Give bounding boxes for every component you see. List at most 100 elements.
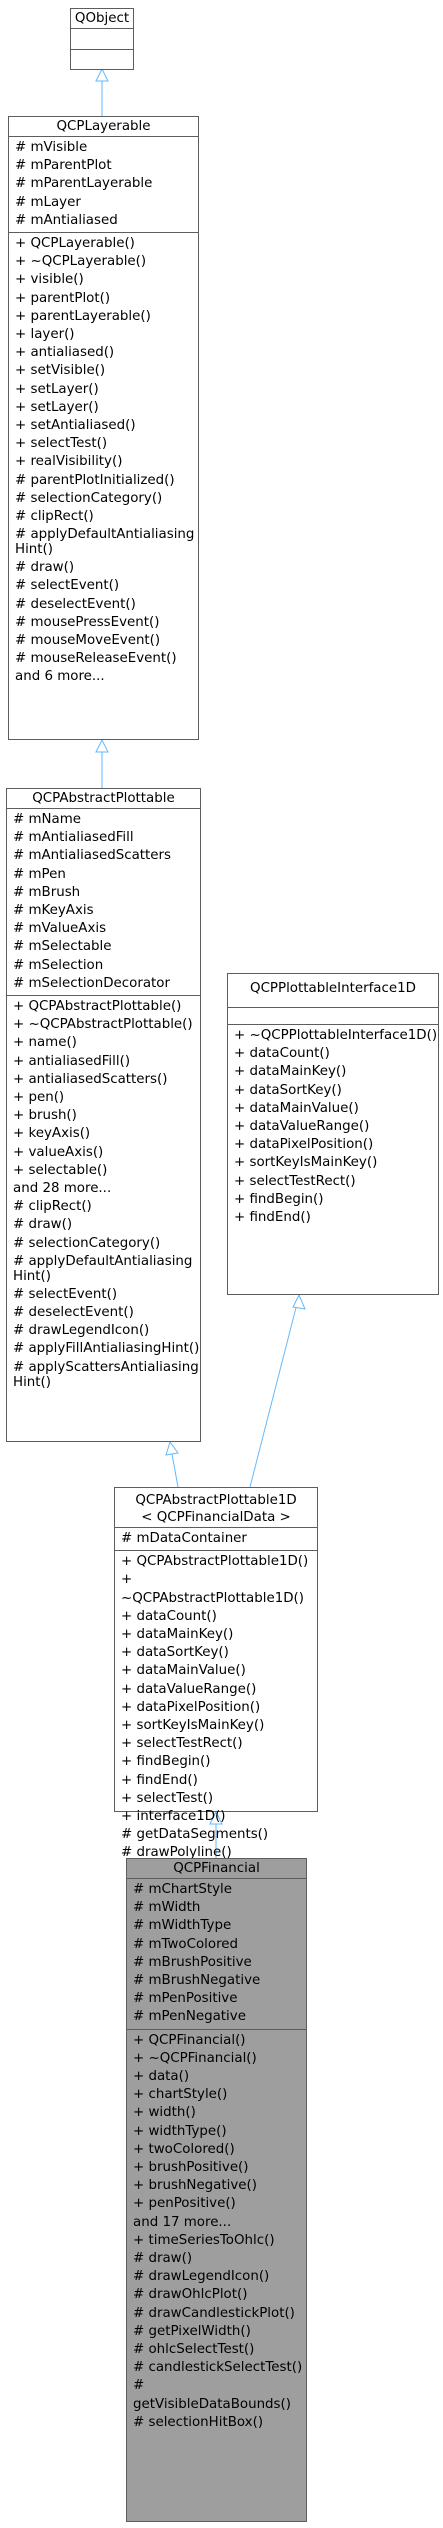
method: + dataCount() <box>234 1046 330 1062</box>
attribute: # mValueAxis <box>13 921 107 937</box>
method: # applyDefaultAntialiasing Hint() <box>13 1253 193 1284</box>
more-members-link[interactable]: and 28 more... <box>13 1181 112 1197</box>
method: + dataMainValue() <box>234 1100 359 1116</box>
method: + dataMainKey() <box>234 1064 347 1080</box>
class-title: QCPAbstractPlottable1D < QCPFinancialDat… <box>135 1493 297 1525</box>
methods-section: + QCPAbstractPlottable() + ~QCPAbstractP… <box>7 995 200 1394</box>
method: + dataSortKey() <box>121 1645 229 1661</box>
method: + QCPAbstractPlottable1D() <box>121 1554 309 1570</box>
methods-section: + QCPLayerable() + ~QCPLayerable() + vis… <box>9 232 198 689</box>
method: + parentPlot() <box>15 290 111 306</box>
attribute: # mDataContainer <box>121 1531 247 1546</box>
method: + twoColored() <box>133 2141 235 2157</box>
attributes-section <box>228 1007 438 1024</box>
method: # deselectEvent() <box>15 596 136 612</box>
method: + sortKeyIsMainKey() <box>234 1155 378 1171</box>
method: + findEnd() <box>234 1210 311 1226</box>
attribute: # mAntialiasedScatters <box>13 848 171 864</box>
method: + visible() <box>15 272 84 288</box>
method: + data() <box>133 2069 190 2085</box>
class-title: QCPAbstractPlottable <box>32 791 175 806</box>
method: + width() <box>133 2105 196 2121</box>
method: # getVisibleDataBounds() <box>133 2378 291 2412</box>
method: # drawLegendIcon() <box>13 1323 150 1339</box>
method: + selectTest() <box>15 436 108 452</box>
edge-arrowhead <box>209 1810 223 1825</box>
method: + findEnd() <box>121 1772 198 1788</box>
method: + QCPLayerable() <box>15 236 135 252</box>
attribute: # mPenNegative <box>133 2009 246 2025</box>
class-node-qobject[interactable]: QObject <box>70 8 134 70</box>
attribute: # mLayer <box>15 194 81 210</box>
method: # deselectEvent() <box>13 1305 134 1321</box>
method: + keyAxis() <box>13 1126 91 1142</box>
class-node-qcpplottableinterface1d[interactable]: QCPPlottableInterface1D + ~QCPPlottableI… <box>227 973 439 1295</box>
more-members-link[interactable]: and 6 more... <box>15 669 105 685</box>
class-title: QCPFinancial <box>173 1861 260 1876</box>
method: # selectionHitBox() <box>133 2414 264 2430</box>
method: + setAntialiased() <box>15 418 136 434</box>
method: + dataMainKey() <box>121 1627 234 1643</box>
methods-section: + QCPFinancial() + ~QCPFinancial() + dat… <box>127 2028 306 2434</box>
attribute: # mChartStyle <box>133 1882 232 1897</box>
method: + interface1D() <box>121 1809 226 1825</box>
edge-arrowhead <box>292 1293 306 1310</box>
method: # selectionCategory() <box>15 490 163 506</box>
method: # drawOhlcPlot() <box>133 2287 248 2303</box>
attributes-section: # mChartStyle # mWidth # mWidthType # mT… <box>127 1878 306 2029</box>
method: + QCPFinancial() <box>133 2032 246 2048</box>
method: # drawCandlestickPlot() <box>133 2305 295 2321</box>
method: + antialiasedScatters() <box>13 1071 168 1087</box>
class-node-qcpabstractplottable[interactable]: QCPAbstractPlottable # mName # mAntialia… <box>6 788 201 1442</box>
class-node-qcplayerable[interactable]: QCPLayerable # mVisible # mParentPlot # … <box>8 116 199 740</box>
method: # clipRect() <box>15 509 94 525</box>
method: + chartStyle() <box>133 2087 228 2103</box>
methods-section: + ~QCPPlottableInterface1D() + dataCount… <box>228 1024 438 1229</box>
method: # applyFillAntialiasingHint() <box>13 1341 200 1357</box>
method: # mousePressEvent() <box>15 614 160 630</box>
method: # getDataSegments() <box>121 1827 269 1843</box>
method: + parentLayerable() <box>15 308 151 324</box>
class-node-qcpabstractplottable1d[interactable]: QCPAbstractPlottable1D < QCPFinancialDat… <box>114 1487 318 1860</box>
method: + setLayer() <box>15 381 99 397</box>
method: + pen() <box>13 1090 65 1106</box>
attribute: # mTwoColored <box>133 1936 239 1952</box>
method: # selectEvent() <box>15 578 120 594</box>
attribute: # mSelectable <box>13 939 112 955</box>
method: + selectTest() <box>121 1790 214 1806</box>
method: + sortKeyIsMainKey() <box>121 1718 265 1734</box>
method: + antialiased() <box>15 345 115 361</box>
attribute: # mKeyAxis <box>13 903 94 919</box>
method: + dataValueRange() <box>121 1681 257 1697</box>
edge-arrowhead <box>95 67 109 82</box>
more-members-link[interactable]: and 17 more... <box>133 2214 232 2230</box>
attribute: # mAntialiased <box>15 212 118 228</box>
attribute: # mWidth <box>133 1900 201 1916</box>
attribute: # mBrushPositive <box>133 1954 252 1970</box>
method: + selectable() <box>13 1162 108 1178</box>
class-title: QCPLayerable <box>56 119 151 134</box>
edge-arrowhead <box>95 738 109 753</box>
attribute: # mSelectionDecorator <box>13 975 170 991</box>
method: + setVisible() <box>15 363 106 379</box>
method: + dataMainValue() <box>121 1663 246 1679</box>
method: + dataPixelPosition() <box>121 1699 261 1715</box>
attribute: # mVisible <box>15 140 88 155</box>
method: + timeSeriesToOhlc() <box>133 2232 275 2248</box>
methods-section: + QCPAbstractPlottable1D() + ~QCPAbstrac… <box>115 1550 317 1864</box>
method: # drawLegendIcon() <box>133 2269 270 2285</box>
attribute: # mAntialiasedFill <box>13 830 134 846</box>
attribute: # mParentPlot <box>15 158 112 174</box>
method: # applyDefaultAntialiasing Hint() <box>15 527 195 558</box>
attributes-section: # mName # mAntialiasedFill # mAntialiase… <box>7 808 200 995</box>
method: + name() <box>13 1035 77 1051</box>
method: + ~QCPAbstractPlottable() <box>13 1017 193 1033</box>
class-node-qcpfinancial: QCPFinancial # mChartStyle # mWidth # mW… <box>126 1858 307 2522</box>
method: + dataPixelPosition() <box>234 1137 374 1153</box>
attribute: # mBrushNegative <box>133 1973 261 1989</box>
method: + selectTestRect() <box>234 1173 356 1189</box>
method: + valueAxis() <box>13 1144 104 1160</box>
method: # candlestickSelectTest() <box>133 2360 303 2376</box>
method: + ~QCPPlottableInterface1D() <box>234 1028 438 1043</box>
